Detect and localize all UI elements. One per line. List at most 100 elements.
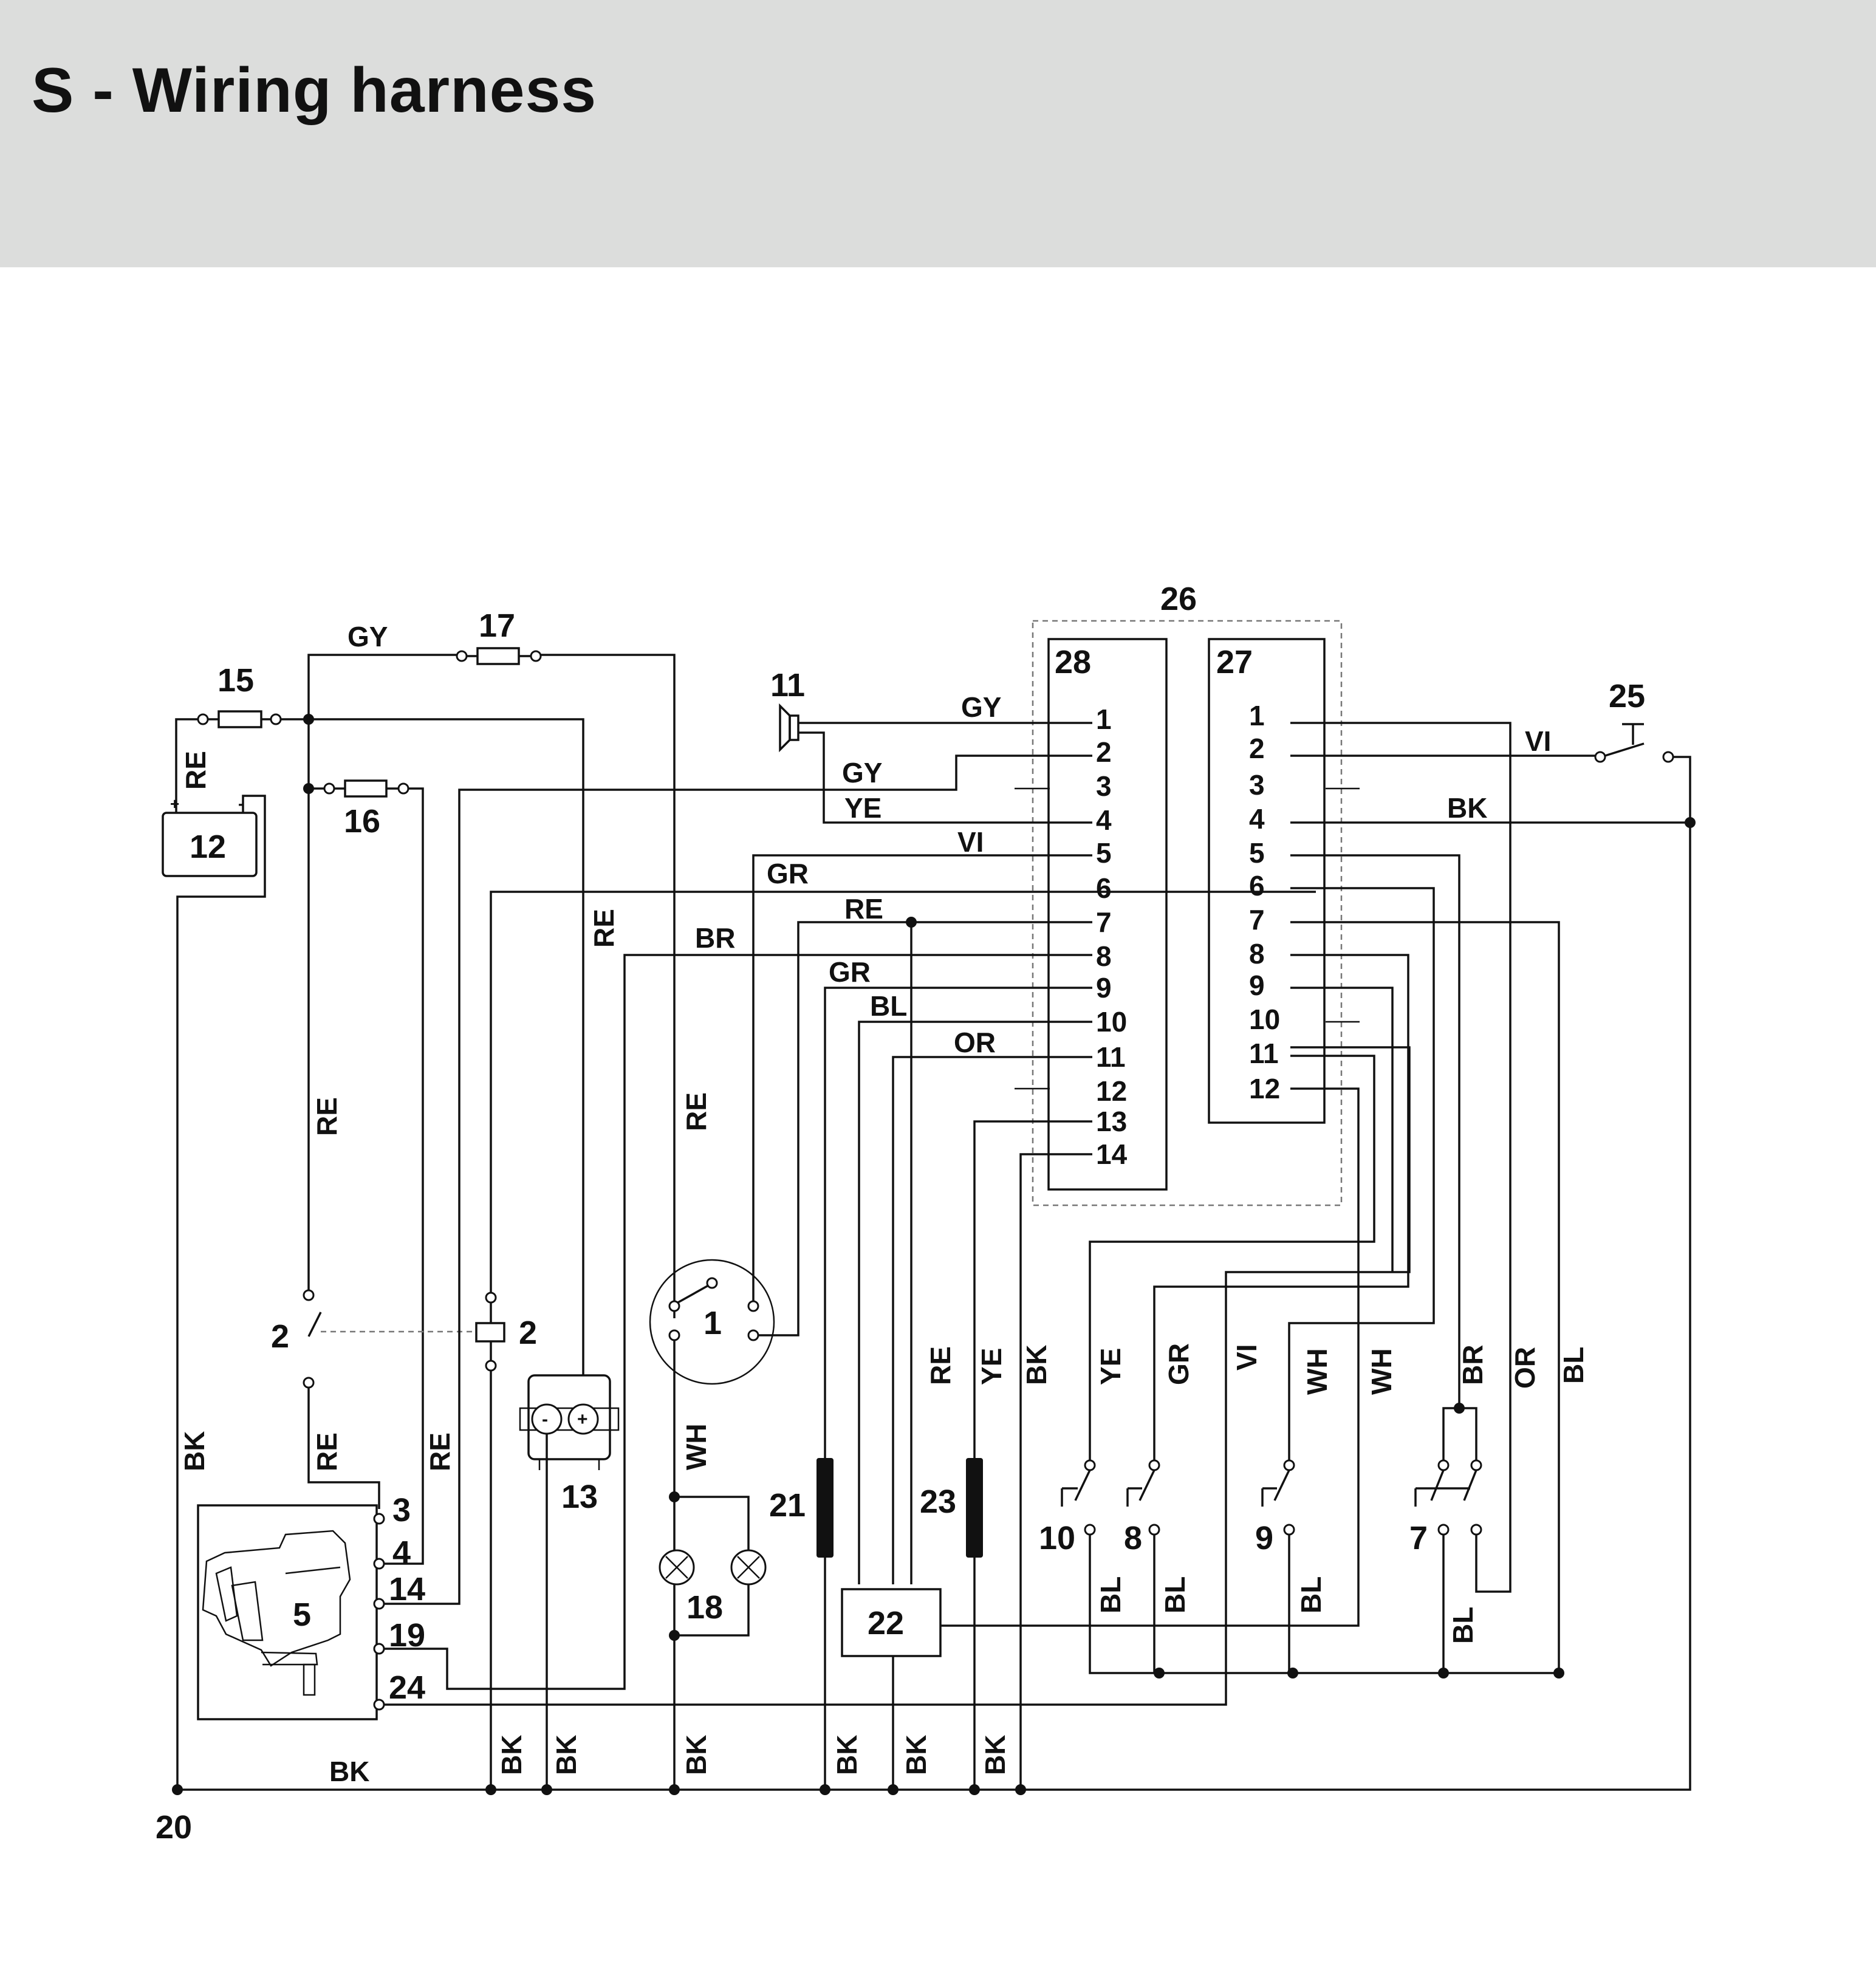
terminal-13-minus: - (542, 1409, 548, 1429)
wire-label-br-8: BR (695, 922, 735, 954)
module-22 (841, 1588, 942, 1657)
wire-gr-27-8 (1153, 954, 1409, 1460)
pin-27-7: 7 (1249, 904, 1265, 936)
wire-label-bl-7: BL (1447, 1607, 1479, 1644)
switch-2-terminal-bottom (303, 1377, 315, 1389)
battery-12 (162, 812, 258, 877)
pin-28-2: 2 (1096, 736, 1112, 768)
engine-5-frame (197, 1504, 378, 1720)
engine-terminal-label-19: 19 (389, 1617, 425, 1654)
wire-bl-switch-ground (1089, 1535, 1559, 1674)
ground-node (541, 1784, 552, 1795)
wire-label-re-battery: RE (180, 751, 211, 790)
pin-28-11: 11 (1096, 1041, 1126, 1073)
relay-2-terminal-top (485, 1292, 497, 1304)
wire-label-gy-1: GY (961, 691, 1001, 723)
engine-5-illustration (202, 1530, 351, 1696)
fuse-16-terminal-right (397, 782, 409, 795)
button-25-contact (1604, 742, 1645, 757)
wire-gr-relay-to-28-6 (490, 891, 1316, 1293)
fuse-17-terminal-right (530, 650, 542, 662)
connector-27 (1208, 638, 1326, 1124)
label-17: 17 (479, 607, 515, 644)
wire-gy-top (307, 654, 457, 719)
wire-vi-engine24-to-27-7 (384, 1046, 1411, 1706)
wire-bk-28-14 (1019, 1153, 1092, 1790)
wire-label-bk-ground-5: BK (900, 1735, 932, 1775)
fuse-17 (476, 647, 520, 665)
wire-label-gy-2: GY (842, 757, 882, 789)
pin-27-11: 11 (1249, 1038, 1279, 1069)
pin-28-1: 1 (1096, 703, 1112, 735)
wire-label-gr-9: GR (829, 956, 871, 988)
wire-label-br-27: BR (1457, 1345, 1488, 1385)
wire-label-ye-4: YE (844, 792, 882, 824)
wire-label-re-switch: RE (311, 1432, 343, 1471)
wire-label-bl-10: BL (1095, 1576, 1126, 1614)
wire-wh-22-to-27-12 (940, 1087, 1360, 1627)
wire-label-bl-27: BL (1558, 1347, 1589, 1384)
wire-label-wh-1: WH (680, 1423, 712, 1470)
pin-27-10: 10 (1249, 1004, 1280, 1035)
engine-terminal-19 (373, 1643, 385, 1655)
wire-bl-27-7 (1290, 921, 1560, 1673)
wire-re-to-engine-4 (379, 787, 424, 1565)
pin-28-7: 7 (1096, 906, 1112, 938)
label-7: 7 (1409, 1520, 1428, 1556)
wire-lamp-18-return (674, 1584, 750, 1637)
wire-ye-horn-to-28-4 (798, 731, 1092, 824)
switch-9 (1261, 1459, 1295, 1536)
switch-2-blade (307, 1312, 322, 1337)
wire-label-bk-bottom: BK (329, 1756, 369, 1787)
wire-label-vi-27: VI (1231, 1344, 1262, 1371)
wire-label-bl-9: BL (1295, 1576, 1327, 1614)
pin-28-4: 4 (1096, 804, 1112, 836)
label-28: 28 (1055, 644, 1091, 680)
wire-re-switch1-to-28-7 (758, 921, 1092, 1336)
label-20: 20 (156, 1809, 192, 1846)
switch-8 (1126, 1459, 1160, 1536)
wire-label-wh-27-b: WH (1366, 1348, 1397, 1395)
engine-terminal-14 (373, 1598, 385, 1610)
wire-label-gy-top: GY (347, 621, 388, 652)
wire-wh-27-6 (1288, 887, 1435, 1460)
fuse-15 (217, 710, 262, 728)
label-23: 23 (920, 1484, 956, 1520)
wire-label-re-left: RE (311, 1097, 343, 1136)
header-band: S - Wiring harness (0, 0, 1876, 267)
button-25-terminal-right (1662, 751, 1674, 763)
label-12: 12 (190, 829, 226, 865)
label-21: 21 (769, 1487, 806, 1524)
terminal-13-plus: + (577, 1409, 588, 1429)
engine-terminal-label-24: 24 (389, 1669, 425, 1706)
wire-label-bk-ground-1: BK (496, 1735, 527, 1775)
wire-vi-switch1-to-28-5 (752, 854, 1092, 1301)
label-16: 16 (344, 803, 380, 840)
wire-label-bk-ground-6: BK (979, 1735, 1011, 1775)
wire-ye-27-11 (1089, 1055, 1375, 1460)
fuse-15-terminal-right (270, 713, 282, 725)
fuse-16-terminal-left (323, 782, 335, 795)
label-26: 26 (1160, 581, 1197, 617)
label-11: 11 (770, 667, 805, 703)
junction-node (669, 1630, 680, 1641)
wire-ye-28-13 (973, 1120, 1092, 1458)
junction-node (1454, 1403, 1465, 1414)
label-2-relay: 2 (519, 1315, 537, 1351)
wire-label-bk-ground-3: BK (680, 1735, 712, 1775)
wire-label-bl-8: BL (1159, 1576, 1191, 1614)
wire-or-27-1 (1290, 722, 1511, 1593)
resistor-21 (816, 1458, 834, 1558)
battery-minus-sign: - (238, 794, 244, 813)
relay-2-coil (475, 1322, 505, 1343)
ignition-switch-1 (649, 1259, 775, 1385)
relay-2-terminal-bottom (485, 1360, 497, 1372)
pin-27-8: 8 (1249, 938, 1265, 970)
lamp-cross (737, 1556, 760, 1579)
wire-label-bl-10: BL (870, 990, 907, 1022)
wire-bl-28-10 (858, 1021, 1092, 1584)
engine-terminal-4 (373, 1558, 385, 1570)
junction-node (1438, 1668, 1449, 1679)
wire-label-ye-27: YE (1095, 1348, 1126, 1385)
